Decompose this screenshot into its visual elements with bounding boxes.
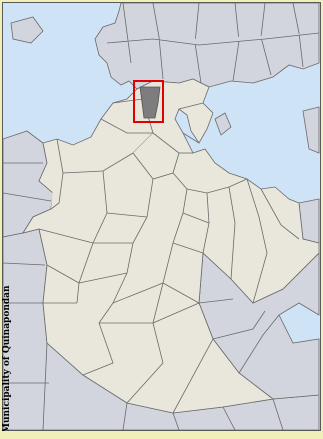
caption-text: Municipality of Quinapondan <box>2 285 12 433</box>
highlighted-municipality <box>139 86 161 119</box>
neighbor-regions <box>3 3 320 430</box>
highlight-box <box>133 80 164 123</box>
province-region <box>22 78 320 414</box>
locator-map <box>3 3 320 430</box>
map-canvas <box>2 2 321 431</box>
bottom-strip <box>0 431 323 439</box>
